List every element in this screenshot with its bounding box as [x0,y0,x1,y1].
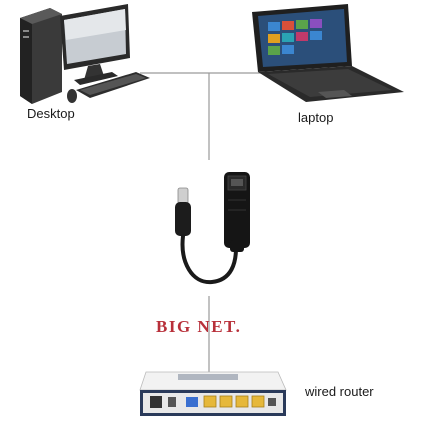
watermark-text: BIG NET. [156,317,242,336]
router-label: wired router [305,384,374,399]
usb-c-ethernet-adapter-icon [175,172,250,285]
router-icon [139,371,287,416]
desktop-label: Desktop [27,106,75,121]
laptop-label: laptop [298,110,334,125]
laptop-icon [252,4,404,102]
desktop-computer-icon [20,4,150,104]
